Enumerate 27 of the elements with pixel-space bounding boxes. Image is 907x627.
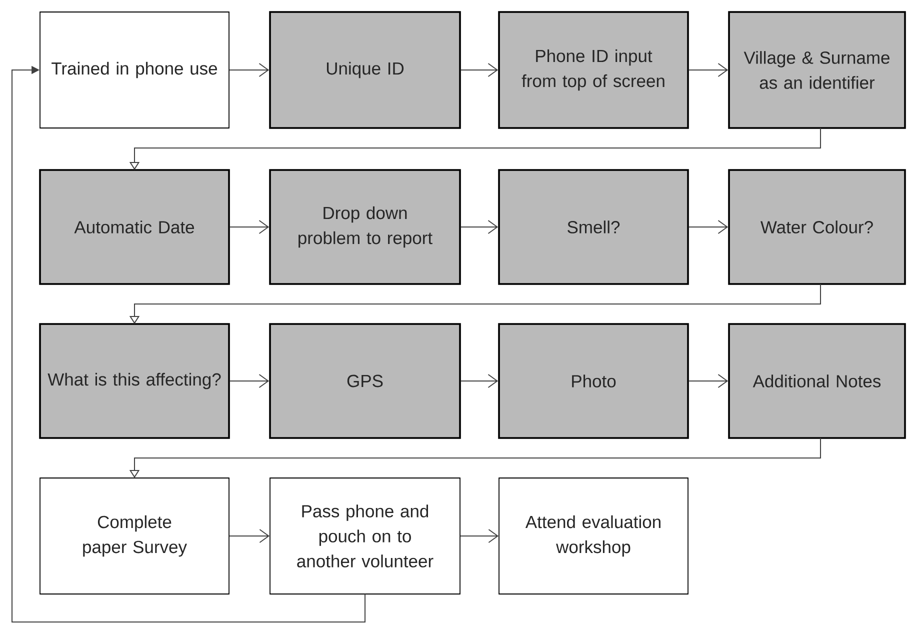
process-box: What is this affecting? <box>39 323 230 439</box>
process-box: Additional Notes <box>728 323 906 439</box>
arrow <box>460 63 498 77</box>
process-box: Drop down problem to report <box>269 169 461 285</box>
arrow <box>688 374 728 388</box>
arrow <box>228 529 270 543</box>
process-box: Automatic Date <box>39 169 230 285</box>
process-box: Village & Surname as an identifier <box>728 11 906 129</box>
arrow <box>228 63 270 77</box>
process-box: Photo <box>498 323 689 439</box>
arrow <box>460 220 498 234</box>
process-box: Unique ID <box>269 11 461 129</box>
arrow <box>229 220 270 234</box>
arrow <box>12 66 366 622</box>
process-box: Smell? <box>498 169 689 285</box>
process-box: Complete paper Survey <box>40 478 230 594</box>
process-box: Pass phone and pouch on to another volunteer <box>270 478 460 594</box>
arrow <box>229 374 270 388</box>
arrow <box>688 220 728 234</box>
arrow <box>460 529 499 543</box>
process-box: Water Colour? <box>728 169 906 285</box>
arrow <box>460 374 498 388</box>
process-box: GPS <box>269 323 461 439</box>
process-box: Phone ID input from top of screen <box>498 11 689 129</box>
process-box: Trained in phone use <box>40 12 230 128</box>
process-box: Attend evaluation workshop <box>498 478 688 594</box>
arrow <box>688 63 728 77</box>
